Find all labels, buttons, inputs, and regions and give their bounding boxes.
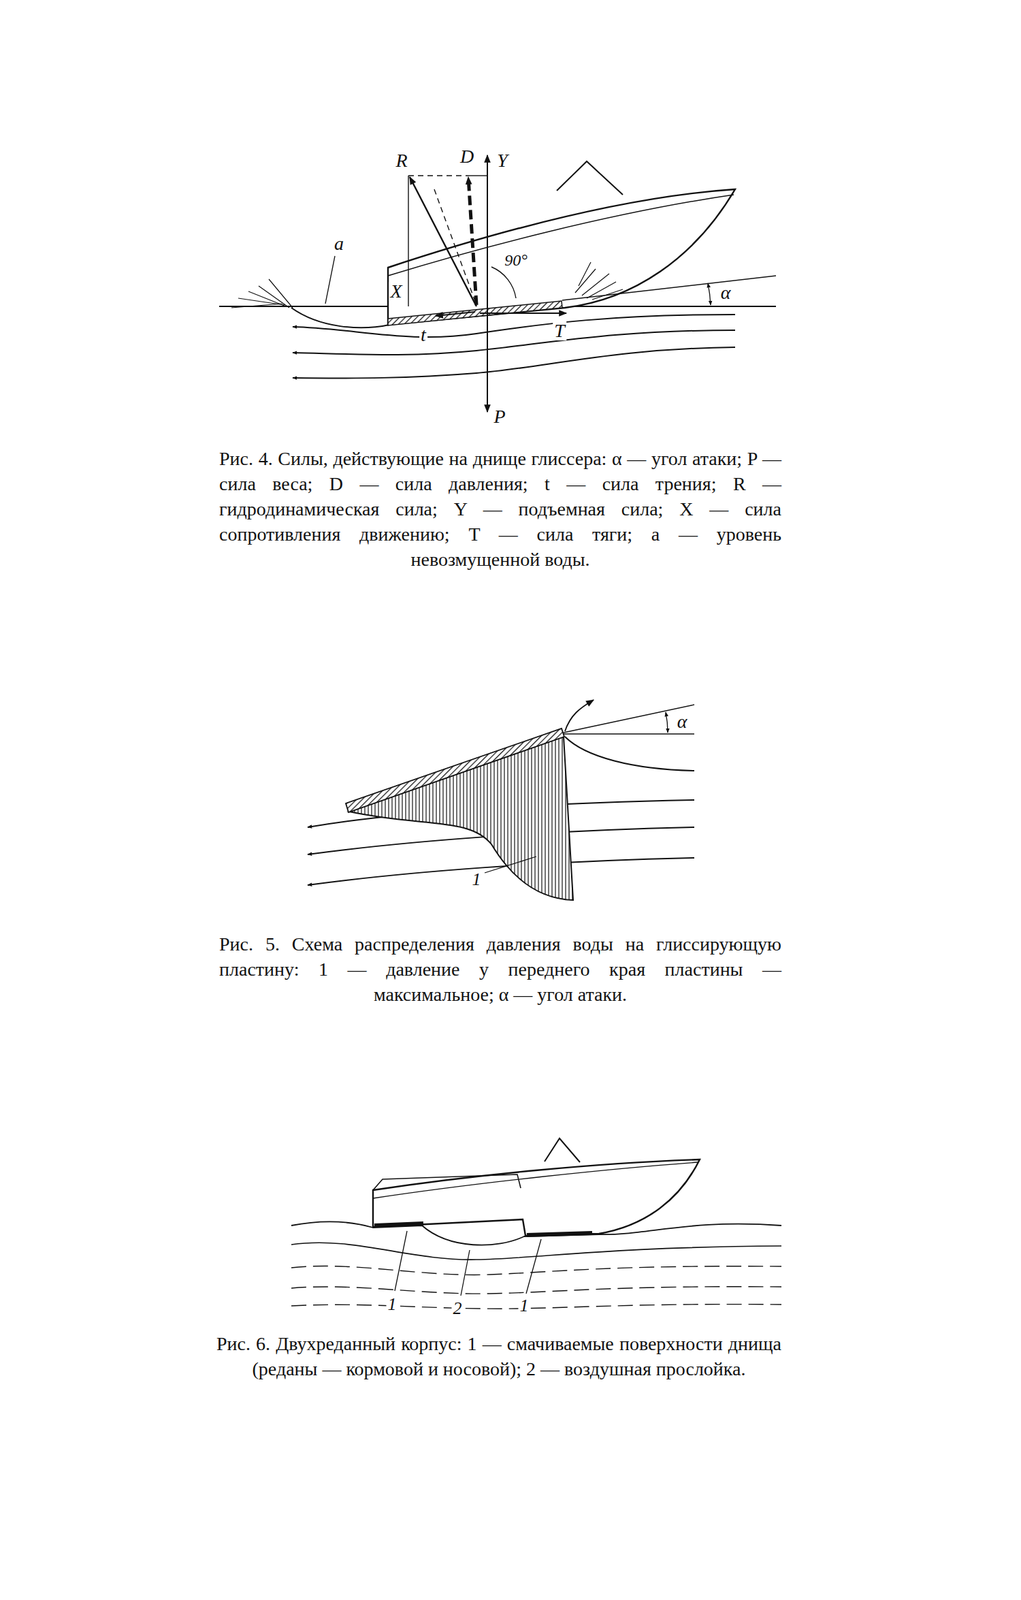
force-label: T (552, 321, 567, 341)
water-level-label: a (332, 234, 346, 254)
force-label: R (394, 151, 409, 171)
figure-caption: Рис. 5. Схема распределения давления вод… (219, 931, 782, 1007)
callout-number: 2 (451, 1299, 464, 1318)
force-label: D (458, 147, 476, 167)
figure-caption: Рис. 4. Силы, действующие на днище глисс… (219, 445, 782, 572)
figure-caption: Рис. 6. Двухреданный корпус: 1 — смачива… (216, 1330, 782, 1382)
force-label: P (492, 407, 507, 427)
angle-label: α (675, 711, 689, 732)
callout-number: 1 (386, 1295, 399, 1314)
force-label: X (388, 281, 403, 301)
figure-6 (291, 1138, 782, 1309)
callout-number: 1 (471, 870, 483, 889)
figure-4 (219, 155, 776, 412)
callout-number: 1 (518, 1296, 531, 1315)
figure-5 (307, 699, 695, 900)
angle-label: 90° (503, 251, 529, 269)
force-label: t (419, 325, 428, 345)
force-label: Y (495, 151, 510, 171)
angle-label: α (719, 283, 733, 303)
